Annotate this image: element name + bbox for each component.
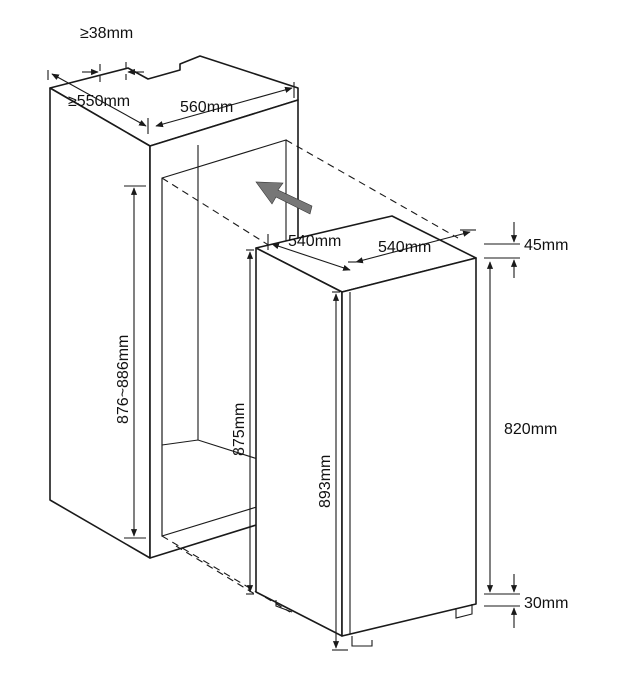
label-cabinet-depth: ≥550mm bbox=[68, 93, 130, 110]
label-appliance-width: 540mm bbox=[378, 239, 431, 256]
label-bottom-gap: 30mm bbox=[524, 595, 568, 612]
label-appliance-depth: 540mm bbox=[288, 233, 341, 250]
appliance-side bbox=[255, 247, 343, 637]
label-door-height: 820mm bbox=[504, 421, 557, 438]
label-niche-height: 876~886mm bbox=[115, 335, 132, 424]
dimension-lines bbox=[47, 62, 520, 651]
cabinet-left-side bbox=[49, 87, 151, 559]
label-top-gap: 45mm bbox=[524, 237, 568, 254]
appliance-front bbox=[341, 257, 477, 637]
label-side-height: 875mm bbox=[231, 403, 248, 456]
label-appliance-height: 893mm bbox=[317, 455, 334, 508]
appliance bbox=[255, 215, 477, 647]
arrow-left-up-icon bbox=[255, 181, 313, 215]
dimension-labels: ≥38mm ≥550mm 560mm 876~886mm 540mm 540mm… bbox=[68, 25, 568, 612]
label-cabinet-width: 560mm bbox=[180, 99, 233, 116]
bottom-hinge bbox=[351, 636, 373, 647]
label-top-clearance: ≥38mm bbox=[80, 25, 133, 42]
